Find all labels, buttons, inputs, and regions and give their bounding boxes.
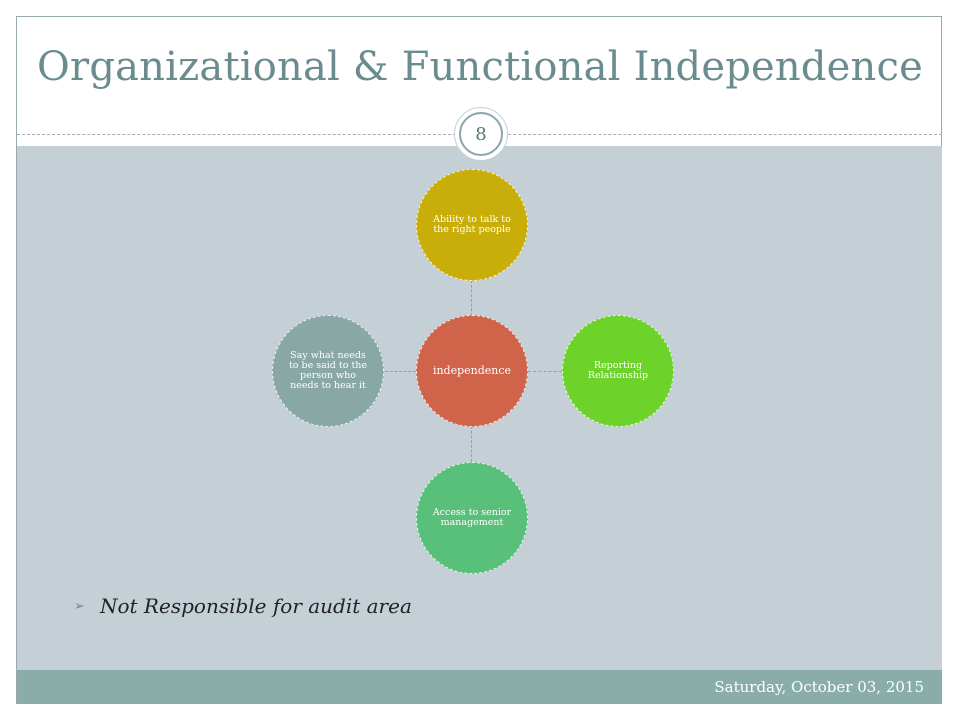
diagram-node-left-label: Say what needs to be said to the person … bbox=[288, 350, 368, 391]
diagram-node-top-label: Ability to talk to the right people bbox=[433, 214, 511, 235]
arrow-bullet-icon: ➢ bbox=[74, 598, 85, 614]
bullet-item: ➢ Not Responsible for audit area bbox=[74, 591, 412, 621]
diagram-node-bottom: Access to senior management bbox=[416, 462, 528, 574]
diagram-node-right: Reporting Relationship bbox=[562, 315, 674, 427]
slide-number-badge: 8 bbox=[454, 107, 508, 161]
bullet-text: Not Responsible for audit area bbox=[100, 594, 412, 618]
diagram-node-left: Say what needs to be said to the person … bbox=[272, 315, 384, 427]
connector-bottom bbox=[471, 426, 472, 462]
connector-right bbox=[528, 371, 562, 372]
connector-top bbox=[471, 280, 472, 316]
diagram-node-center-label: independence bbox=[432, 364, 512, 378]
diagram-node-right-label: Reporting Relationship bbox=[587, 360, 649, 381]
slide-number: 8 bbox=[459, 112, 503, 156]
footer-bar bbox=[17, 670, 942, 704]
diagram-node-bottom-label: Access to senior management bbox=[432, 507, 512, 528]
footer-date: Saturday, October 03, 2015 bbox=[714, 678, 924, 696]
slide-title: Organizational & Functional Independence bbox=[37, 44, 923, 90]
diagram-node-top: Ability to talk to the right people bbox=[416, 169, 528, 281]
connector-left bbox=[385, 371, 416, 372]
diagram-node-center: independence bbox=[416, 315, 528, 427]
